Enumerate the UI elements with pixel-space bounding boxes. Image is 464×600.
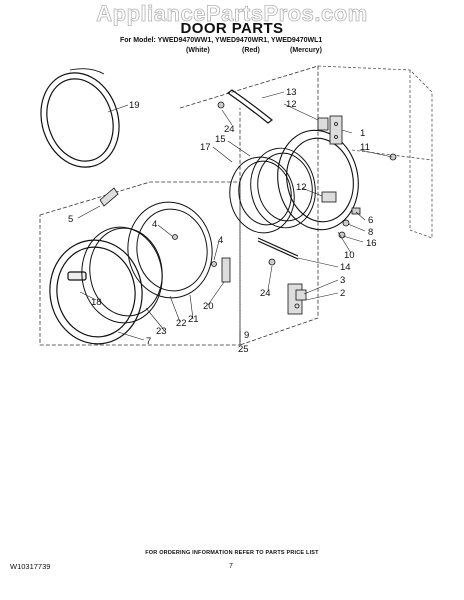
part-13-handle: [226, 89, 273, 124]
part-24-screw-bottom: [268, 258, 276, 266]
callout-12-mid: 12: [296, 182, 307, 193]
callout-4-right: 4: [218, 235, 223, 246]
callout-20: 20: [203, 301, 214, 312]
page-number: 7: [229, 563, 233, 570]
callout-1: 1: [360, 128, 365, 139]
callout-15: 15: [215, 134, 226, 145]
leader-lines: [77, 91, 393, 345]
watermark: AppliancePartsPros.com: [96, 1, 368, 27]
model-line: For Model: YWED9470WW1, YWED9470WR1, YWE…: [120, 37, 323, 44]
group-box-front: [39, 181, 241, 346]
part-7-outer-door: [49, 239, 143, 345]
footer-note: FOR ORDERING INFORMATION REFER TO PARTS …: [145, 550, 319, 556]
part-11-screw: [389, 153, 397, 161]
part-12-latch: [317, 117, 337, 203]
part-4-screws: [172, 234, 217, 267]
document-number: W10317739: [10, 562, 51, 571]
color-white: (White): [186, 47, 210, 54]
color-red: (Red): [242, 47, 260, 54]
callout-18: 18: [91, 297, 102, 308]
callout-23: 23: [156, 326, 167, 337]
callout-16: 16: [366, 238, 377, 249]
callout-8: 8: [368, 227, 373, 238]
callout-14: 14: [340, 262, 351, 273]
callout-7: 7: [146, 336, 151, 347]
callout-12-top: 12: [286, 99, 297, 110]
callout-19: 19: [129, 100, 140, 111]
callout-10: 10: [344, 250, 355, 261]
part-17-window: [229, 156, 295, 234]
callout-25: 25: [238, 344, 249, 355]
part-19-gasket: [40, 68, 120, 168]
page-title: DOOR PARTS: [180, 20, 284, 37]
callout-11: 11: [360, 142, 370, 153]
callout-2: 2: [340, 288, 345, 299]
callout-6: 6: [368, 215, 373, 226]
callout-9: 9: [244, 330, 249, 341]
part-24-screw-top: [217, 101, 225, 109]
callout-13: 13: [286, 87, 297, 98]
callout-22: 22: [176, 318, 187, 329]
callout-24-top: 24: [224, 124, 235, 135]
part-10-inner-door: [277, 129, 359, 231]
color-mercury: (Mercury): [290, 47, 322, 54]
part-2-latch-assembly: [287, 283, 307, 315]
part-21-inner-frame: [127, 201, 213, 299]
group-box-rear: [179, 65, 319, 346]
part-1-hinge: [329, 115, 343, 145]
part-5-bracket: [99, 187, 119, 207]
cabinet-outline: [317, 65, 433, 239]
part-14-bar: [257, 237, 299, 260]
callout-3: 3: [340, 275, 345, 286]
callout-21: 21: [188, 314, 199, 325]
callout-24-bottom: 24: [260, 288, 271, 299]
callout-4-left: 4: [152, 219, 157, 230]
part-23-22-trim-rings: [81, 226, 163, 324]
part-20-hinge: [221, 257, 231, 283]
part-15-ring: [250, 147, 316, 229]
callout-5: 5: [68, 214, 73, 225]
part-6-8-16-hardware: [338, 207, 361, 239]
callout-17: 17: [200, 142, 211, 153]
